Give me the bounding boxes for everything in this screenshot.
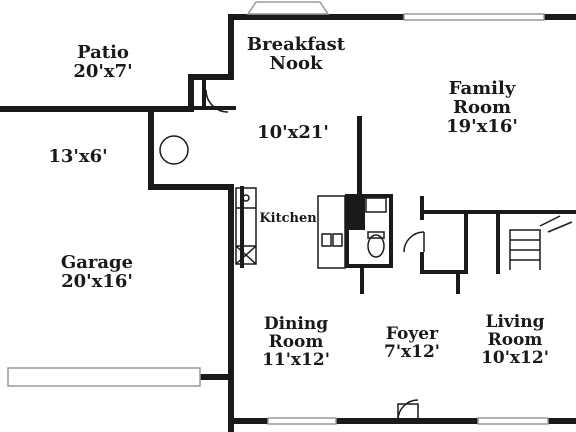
toilet-tank xyxy=(367,231,385,239)
stair-step-4 xyxy=(539,215,561,227)
room-label-mudroom: 13'x6' xyxy=(38,146,118,167)
exterior-walls xyxy=(0,14,576,432)
room-dims: 10'x21' xyxy=(257,122,329,143)
wall-patio-bottom xyxy=(0,106,194,112)
room-name: Patio xyxy=(77,42,129,63)
kitchen-counter-left xyxy=(235,187,257,265)
wall-bottom xyxy=(228,418,576,424)
room-label-family-room: Family Room 19'x16' xyxy=(428,78,536,137)
room-name: Breakfast xyxy=(246,34,346,55)
wall-nook-left xyxy=(228,14,234,78)
sink-left xyxy=(321,233,332,247)
fridge xyxy=(345,196,365,230)
wall-top xyxy=(228,14,576,20)
front-door xyxy=(397,403,419,421)
wall-mudroom-left xyxy=(148,106,154,188)
room-label-breakfast-nook: Breakfast Nook xyxy=(238,34,354,74)
closet-door-arc xyxy=(403,231,425,253)
sink-right xyxy=(332,233,343,247)
double-door-arc-2 xyxy=(159,149,175,165)
room-name-line2: Room xyxy=(452,96,512,118)
wall-mudroom-bottom xyxy=(148,184,234,190)
windows xyxy=(7,1,549,425)
wall-step-down xyxy=(188,74,194,110)
stair-step-5 xyxy=(547,221,573,233)
room-dims: 20'x7' xyxy=(73,60,133,82)
wall-garage-corner xyxy=(200,374,234,380)
room-name: Kitchen xyxy=(259,211,317,226)
wall-closet-left-bottom xyxy=(420,252,424,274)
wall-garage-dining xyxy=(228,184,234,432)
room-name-line2: Nook xyxy=(269,52,323,74)
room-label-patio: Patio 20'x7' xyxy=(58,42,148,82)
toilet xyxy=(367,234,385,258)
room-dims: 11'x12' xyxy=(262,349,330,370)
room-name: Living xyxy=(485,312,545,332)
wall-door-jamb xyxy=(202,80,206,110)
wall-closet-left-top xyxy=(420,196,424,220)
room-label-kitchen: Kitchen xyxy=(256,212,320,226)
kitchen-counter-wall xyxy=(240,186,244,268)
wall-stair-left xyxy=(496,210,500,274)
wall-dining-foyer xyxy=(360,268,364,294)
room-dims: 13'x6' xyxy=(48,146,108,167)
window-family-room xyxy=(403,13,545,21)
room-label-dining-room: Dining Room 11'x12' xyxy=(248,314,344,370)
room-name-line2: Room xyxy=(268,331,324,352)
front-door-arc xyxy=(397,399,419,421)
double-door-arc-3 xyxy=(173,135,189,151)
kitchen-counter-right xyxy=(317,195,346,269)
mudroom-door-arc xyxy=(205,89,229,113)
window-living xyxy=(477,417,549,425)
double-door-arc-1 xyxy=(159,135,175,151)
wall-bath-bottom xyxy=(345,264,393,268)
stove-x-2 xyxy=(235,245,257,265)
window-dining xyxy=(267,417,337,425)
bay-window xyxy=(246,1,330,15)
room-name-line2: Room xyxy=(487,329,543,350)
room-label-living-room: Living Room 10'x12' xyxy=(468,312,562,368)
wall-bath-top xyxy=(345,194,393,198)
room-dims: 10'x12' xyxy=(481,347,549,368)
garage-door xyxy=(7,367,201,387)
burner xyxy=(242,194,250,202)
wall-foyer-living xyxy=(456,272,460,294)
room-name: Family xyxy=(448,78,516,99)
room-dims: 20'x16' xyxy=(61,270,133,292)
bath-sink xyxy=(365,197,387,213)
room-name: Garage xyxy=(60,252,134,273)
room-dims: 7'x12' xyxy=(383,341,441,362)
room-name: Dining xyxy=(263,314,329,334)
fixtures xyxy=(159,89,573,421)
room-label-foyer: Foyer 7'x12' xyxy=(372,324,452,362)
wall-bath-right xyxy=(389,194,393,268)
room-name: Foyer xyxy=(385,324,439,344)
room-dims: 19'x16' xyxy=(446,115,518,137)
double-door-arc-4 xyxy=(173,149,189,165)
wall-closet-bottom xyxy=(420,270,468,274)
room-label-nook-dims: 10'x21' xyxy=(248,122,338,143)
wall-nook-step xyxy=(188,74,234,80)
wall-bath-left xyxy=(345,194,349,268)
wall-nook-divider xyxy=(357,116,362,196)
room-label-garage: Garage 20'x16' xyxy=(46,252,148,292)
wall-closet-right xyxy=(464,210,468,274)
